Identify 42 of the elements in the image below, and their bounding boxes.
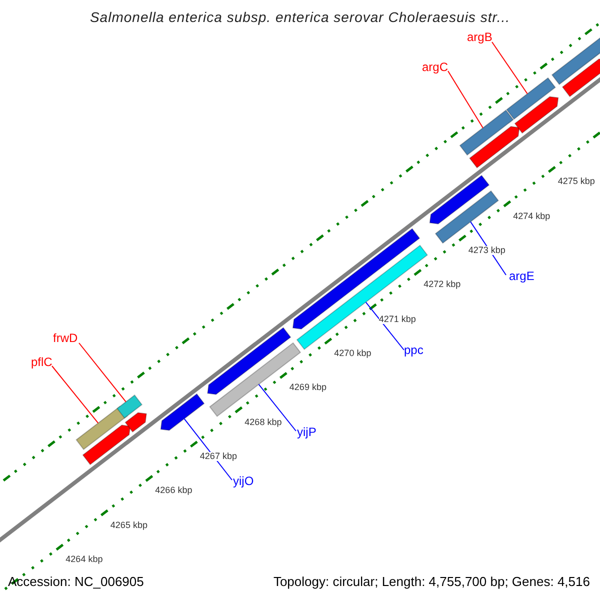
leader-line	[448, 70, 484, 128]
gene-label: frwD	[53, 332, 78, 344]
gene-label: pflC	[31, 356, 52, 368]
gene-bar	[506, 77, 556, 120]
scale-label: 4273 kbp	[468, 246, 506, 256]
leader-line	[52, 366, 99, 424]
scale-label: 4267 kbp	[200, 452, 237, 462]
gene-bar	[160, 393, 205, 431]
gene-bar	[469, 126, 520, 168]
leader-line	[78, 342, 126, 402]
gene-label: ppc	[404, 344, 424, 356]
gene-bar	[551, 36, 600, 86]
gene-label: yijP	[297, 426, 316, 438]
scale-label: 4274 kbp	[513, 212, 550, 221]
gene-bar	[124, 412, 147, 433]
gene-bar	[514, 96, 559, 134]
gene-label: argC	[422, 61, 448, 73]
gene-label: argE	[509, 270, 534, 282]
gene-bar	[562, 58, 600, 98]
gene-bar	[207, 327, 292, 395]
chart-title: Salmonella enterica subsp. enterica serovar Choleraesuis str...	[88, 10, 512, 24]
scale-label: 4272 kbp	[424, 280, 461, 290]
leader-line	[184, 418, 232, 480]
scale-label: 4271 kbp	[378, 314, 416, 324]
gene-bar	[429, 174, 490, 224]
gene-bar	[292, 228, 420, 330]
scale-label: 4275 kbp	[558, 177, 595, 186]
leader-line	[365, 302, 404, 350]
gene-bar	[116, 394, 143, 419]
genome-summary: Topology: circular; Length: 4,755,700 bp; Genes: 4,516	[273, 575, 590, 588]
gene-label: argB	[467, 31, 492, 43]
gene-bar	[434, 190, 499, 244]
scale-label: 4264 kbp	[66, 555, 103, 564]
scale-label: 4270 kbp	[334, 349, 372, 358]
gene-label: yijO	[233, 475, 254, 487]
scale-label: 4268 kbp	[244, 418, 282, 427]
accession-text: Accession: NC_006905	[8, 575, 144, 588]
gene-bar	[82, 424, 131, 466]
scale-label: 4265 kbp	[110, 520, 148, 530]
gene-bar	[459, 110, 514, 156]
scale-label: 4266 kbp	[155, 486, 192, 496]
scale-label: 4269 kbp	[289, 383, 326, 392]
